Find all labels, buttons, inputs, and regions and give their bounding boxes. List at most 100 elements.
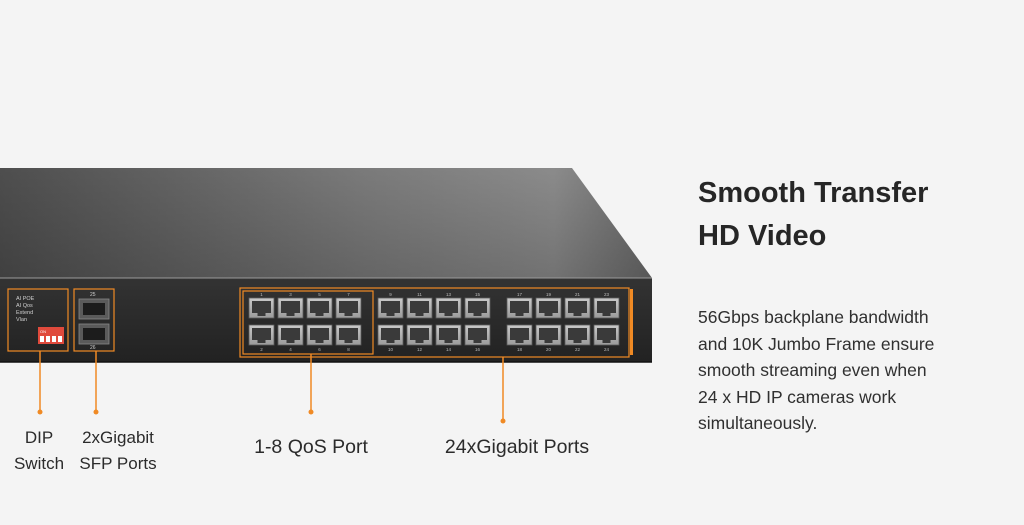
- rj45-port-latch: [544, 340, 553, 343]
- rj45-port-latch: [544, 313, 553, 316]
- dip-switch-icon: [38, 327, 64, 344]
- dip-on-label: ON: [40, 329, 46, 334]
- rj45-port-socket: [310, 301, 329, 313]
- rj45-port-socket: [410, 301, 429, 313]
- rj45-port-socket: [468, 301, 487, 313]
- rj45-port-latch: [602, 313, 611, 316]
- rj45-port-socket: [539, 301, 558, 313]
- port-number-label: 22: [575, 347, 581, 352]
- rj45-port-socket: [439, 301, 458, 313]
- port-number-label: 21: [575, 292, 581, 297]
- rj45-port-socket: [252, 301, 271, 313]
- gigabit-ports-callout: 24xGigabit Ports: [444, 436, 590, 458]
- rj45-port-socket: [410, 328, 429, 340]
- port-number-label: 13: [446, 292, 452, 297]
- status-label-0: AI POE: [16, 296, 35, 302]
- port-number-label: 11: [417, 292, 422, 297]
- rj45-port-latch: [602, 340, 611, 343]
- port-number-label: 1: [260, 292, 263, 297]
- rj45-port-latch: [257, 340, 266, 343]
- port-number-label: 24: [604, 347, 610, 352]
- rj45-port-socket: [310, 328, 329, 340]
- qos-port-callout: 1-8 QoS Port: [254, 436, 368, 458]
- feature-title-line1: Smooth Transfer: [698, 177, 929, 209]
- rj45-port-socket: [510, 328, 529, 340]
- sfp-ports-callout: 2xGigabit SFP Ports: [74, 425, 162, 477]
- feature-title-line2: HD Video: [698, 220, 827, 252]
- qos-port-box: [242, 290, 374, 355]
- dip-switch-box: [7, 288, 69, 352]
- feature-title: Smooth Transfer HD Video: [698, 172, 998, 258]
- dip-callout-line2: Switch: [13, 454, 65, 473]
- port-number-label: 15: [475, 292, 481, 297]
- rj45-port-latch: [444, 340, 453, 343]
- feature-description-line: and 10K Jumbo Frame ensure: [698, 333, 935, 354]
- rj45-port-latch: [386, 313, 395, 316]
- dip-callout-line1: DIP: [24, 428, 54, 447]
- port-number-label: 7: [347, 292, 350, 297]
- feature-description-line: smooth streaming even when: [698, 360, 927, 380]
- rj45-port-socket: [439, 328, 458, 340]
- sfp-callout-line2: SFP Ports: [79, 454, 157, 473]
- rj45-port-latch: [573, 313, 582, 316]
- sfp-callout-line1: 2xGigabit: [82, 428, 154, 447]
- rj45-port-socket: [510, 301, 529, 313]
- rj45-port-socket: [381, 301, 400, 313]
- port-number-label: 9: [389, 292, 392, 297]
- rj45-port-socket: [339, 328, 358, 340]
- sfp-callout-dot: [93, 409, 99, 415]
- feature-description-line: simultaneously.: [698, 413, 818, 433]
- rj45-port-socket: [281, 301, 300, 313]
- rj45-port-socket: [568, 328, 587, 340]
- rj45-port-latch: [515, 313, 524, 316]
- feature-description-line: 56Gbps backplane bandwidth: [698, 307, 929, 327]
- status-label-1: AI Qos: [16, 303, 33, 309]
- rj45-port-latch: [344, 313, 353, 316]
- port-number-label: 5: [318, 292, 321, 297]
- rj45-port-socket: [568, 301, 587, 313]
- accent-strip: [630, 289, 633, 355]
- port-number-label: 3: [289, 292, 292, 297]
- feature-description: 56Gbps backplane bandwidth and 10K Jumbo…: [698, 304, 998, 437]
- port-number-label: 19: [546, 292, 552, 297]
- rj45-port-socket: [597, 301, 616, 313]
- qos-callout-dot: [308, 409, 314, 415]
- sfp-number-26: 26: [90, 345, 96, 351]
- rj45-port-latch: [286, 340, 295, 343]
- feature-description-line: 24 x HD IP cameras work: [698, 386, 897, 407]
- port-number-label: 17: [517, 292, 523, 297]
- rj45-port-latch: [257, 313, 266, 316]
- port-number-label: 16: [475, 347, 481, 352]
- rj45-port-latch: [415, 340, 424, 343]
- sfp-number-25: 25: [90, 292, 96, 298]
- chassis-front: [0, 278, 652, 362]
- rj45-port-latch: [315, 313, 324, 316]
- port-number-label: 10: [388, 347, 394, 352]
- port-number-label: 23: [604, 292, 610, 297]
- rj45-port-socket: [252, 328, 271, 340]
- dip-switch-callout: DIP Switch: [4, 425, 74, 477]
- rj45-port-latch: [444, 313, 453, 316]
- port-number-label: 20: [546, 347, 552, 352]
- rj45-port-latch: [315, 340, 324, 343]
- rj45-port-latch: [473, 340, 482, 343]
- rj45-port-latch: [515, 340, 524, 343]
- port-number-label: 2: [260, 347, 263, 352]
- port-number-label: 18: [517, 347, 523, 352]
- port-number-label: 12: [417, 347, 423, 352]
- port-number-label: 4: [289, 347, 292, 352]
- rj45-port-socket: [539, 328, 558, 340]
- status-label-2: Extend: [16, 310, 33, 316]
- gigabit-callout-dot: [500, 418, 506, 424]
- rj45-port-socket: [468, 328, 487, 340]
- rj45-port-latch: [573, 340, 582, 343]
- rj45-port-latch: [415, 313, 424, 316]
- status-label-3: Vlan: [16, 317, 27, 323]
- rj45-port-socket: [339, 301, 358, 313]
- sfp-box: [73, 288, 115, 352]
- rj45-port-socket: [597, 328, 616, 340]
- dip-callout-dot: [37, 409, 43, 415]
